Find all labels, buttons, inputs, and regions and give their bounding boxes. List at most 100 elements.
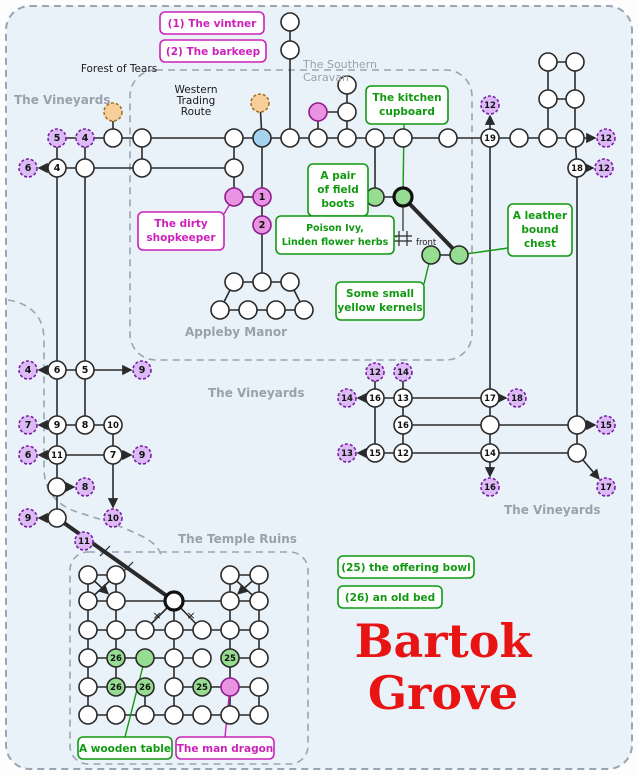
exit-node-15 bbox=[596, 415, 616, 435]
callout-kitchen-cupboard bbox=[365, 85, 449, 125]
node-label: 5 bbox=[82, 365, 89, 376]
room-node bbox=[224, 158, 244, 178]
item-room-node-26 bbox=[106, 648, 126, 668]
map-title-line2: Grove bbox=[367, 665, 519, 720]
room-node-16 bbox=[365, 388, 385, 408]
room-node bbox=[238, 300, 258, 320]
room-node bbox=[308, 128, 328, 148]
exit-node-9 bbox=[132, 360, 152, 380]
room-node bbox=[192, 705, 212, 725]
exit-node-6 bbox=[18, 158, 38, 178]
exit-node-4 bbox=[18, 360, 38, 380]
room-node bbox=[249, 648, 269, 668]
callout-wooden-table bbox=[77, 736, 173, 760]
node-label: 7 bbox=[25, 420, 32, 431]
room-node-14 bbox=[480, 443, 500, 463]
node-label: 6 bbox=[25, 163, 32, 174]
room-node bbox=[106, 620, 126, 640]
node-label: 9 bbox=[54, 420, 61, 431]
map-edge bbox=[55, 516, 176, 603]
room-node-16 bbox=[393, 415, 413, 435]
callout-kitchen-cupboard-text: cupboard bbox=[379, 106, 435, 118]
room-node bbox=[224, 128, 244, 148]
temple-ruins-boundary bbox=[69, 551, 309, 765]
temple-center-node bbox=[163, 590, 185, 612]
node-label: 14 bbox=[484, 449, 496, 459]
callout-dirty-shopkeeper-text: The dirty bbox=[154, 218, 208, 230]
room-node bbox=[224, 272, 244, 292]
node-label: 13 bbox=[341, 449, 353, 459]
room-node bbox=[135, 705, 155, 725]
node-label: 6 bbox=[54, 365, 61, 376]
blocked-path-icon: × bbox=[152, 609, 161, 622]
room-node-8 bbox=[75, 415, 95, 435]
callout-yellow-kernels bbox=[335, 281, 425, 321]
room-node bbox=[78, 705, 98, 725]
node-label: 25 bbox=[224, 654, 236, 664]
callout-man-dragon bbox=[175, 736, 275, 760]
room-node bbox=[249, 705, 269, 725]
node-label: 7 bbox=[110, 450, 117, 461]
room-node bbox=[393, 128, 413, 148]
node-label: 4 bbox=[82, 133, 89, 144]
room-node bbox=[538, 128, 558, 148]
exit-node-11 bbox=[74, 531, 94, 551]
room-node bbox=[337, 102, 357, 122]
region-label: Forest of Tears bbox=[81, 63, 157, 75]
item-room-node bbox=[135, 648, 155, 668]
room-node bbox=[565, 128, 585, 148]
room-node bbox=[106, 591, 126, 611]
node-label: 10 bbox=[107, 514, 119, 524]
room-node bbox=[47, 508, 67, 528]
callout-field-boots-text: boots bbox=[321, 198, 354, 210]
room-node-5 bbox=[75, 360, 95, 380]
callout-field-boots-text: of field bbox=[317, 184, 358, 196]
callout-leather-chest bbox=[507, 203, 573, 257]
node-label: 12 bbox=[369, 368, 381, 378]
room-node-17 bbox=[480, 388, 500, 408]
room-node bbox=[249, 591, 269, 611]
room-node-12 bbox=[393, 443, 413, 463]
exit-node-14 bbox=[337, 388, 357, 408]
node-label: 17 bbox=[484, 394, 496, 404]
exit-node-16 bbox=[480, 477, 500, 497]
room-node bbox=[132, 158, 152, 178]
callout-poison-ivy-text: Poison Ivy, bbox=[306, 223, 364, 234]
node-label: 17 bbox=[600, 483, 612, 493]
blocked-path-icon: × bbox=[186, 609, 195, 622]
room-node-11 bbox=[47, 445, 67, 465]
room-node bbox=[103, 128, 123, 148]
room-node bbox=[280, 272, 300, 292]
room-node-10 bbox=[103, 415, 123, 435]
room-node bbox=[280, 40, 300, 60]
room-node-19 bbox=[480, 128, 500, 148]
map-title-line1: Bartok bbox=[354, 614, 532, 668]
room-node bbox=[249, 565, 269, 585]
item-room-node-25 bbox=[192, 677, 212, 697]
callout-leather-chest-text: chest bbox=[524, 238, 556, 250]
room-node bbox=[565, 52, 585, 72]
exit-node-7 bbox=[18, 415, 38, 435]
callout-barkeep bbox=[159, 39, 267, 63]
exit-node-18 bbox=[507, 388, 527, 408]
region-label: Western bbox=[174, 84, 217, 96]
room-node bbox=[220, 565, 240, 585]
exit-node-10 bbox=[103, 508, 123, 528]
node-label: 10 bbox=[107, 421, 119, 431]
room-node bbox=[280, 12, 300, 32]
room-node-6 bbox=[47, 360, 67, 380]
room-node bbox=[132, 128, 152, 148]
callout-vintner-text: (1) The vintner bbox=[168, 18, 258, 30]
room-node bbox=[220, 620, 240, 640]
room-node bbox=[565, 89, 585, 109]
room-node-15 bbox=[365, 443, 385, 463]
room-node bbox=[78, 677, 98, 697]
npc-node bbox=[220, 677, 240, 697]
callout-dirty-shopkeeper bbox=[137, 211, 225, 251]
farm-compound-boundary bbox=[129, 69, 473, 361]
region-label: The Temple Ruins bbox=[178, 532, 297, 546]
node-label: 4 bbox=[54, 163, 61, 174]
room-node bbox=[164, 620, 184, 640]
item-room-node bbox=[421, 245, 441, 265]
